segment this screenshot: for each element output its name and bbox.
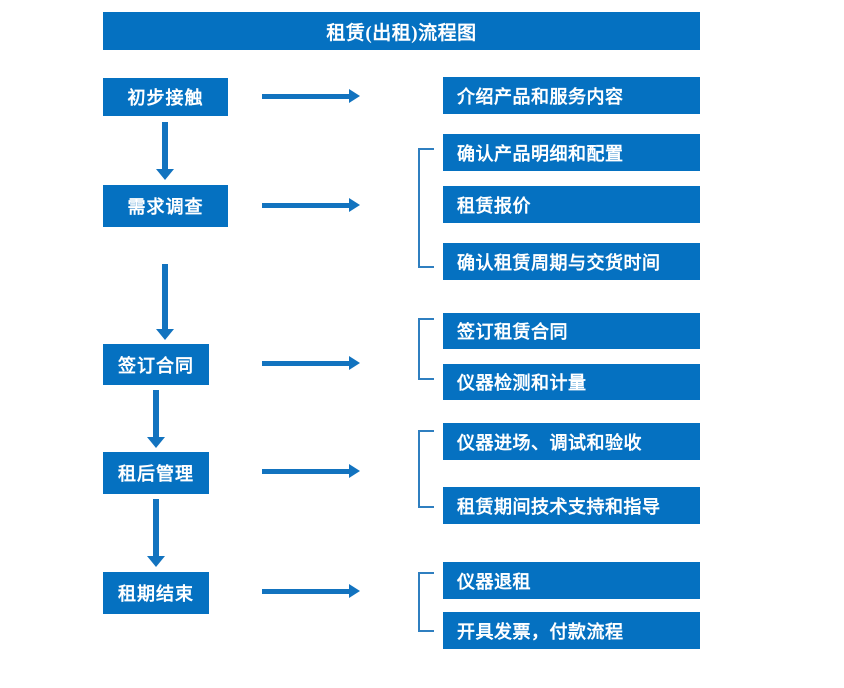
horizontal-arrow-4 bbox=[262, 462, 360, 482]
stage-box-签订合同[interactable]: 签订合同 bbox=[103, 344, 209, 385]
stage-box-租后管理[interactable]: 租后管理 bbox=[103, 452, 209, 494]
vertical-arrow-4 bbox=[147, 499, 165, 567]
horizontal-arrow-3 bbox=[262, 354, 360, 374]
horizontal-arrow-5 bbox=[262, 582, 360, 602]
stage-box-需求调查[interactable]: 需求调查 bbox=[103, 185, 228, 227]
horizontal-arrow-1 bbox=[262, 87, 360, 107]
detail-box-介绍产品和服务内容[interactable]: 介绍产品和服务内容 bbox=[443, 77, 700, 114]
detail-box-仪器退租[interactable]: 仪器退租 bbox=[443, 562, 700, 599]
detail-box-签订租赁合同[interactable]: 签订租赁合同 bbox=[443, 313, 700, 349]
detail-box-确认租赁周期与交货时间[interactable]: 确认租赁周期与交货时间 bbox=[443, 243, 700, 280]
detail-box-仪器进场调试和验收[interactable]: 仪器进场、调试和验收 bbox=[443, 423, 700, 460]
diagram-title: 租赁(出租)流程图 bbox=[103, 12, 700, 50]
detail-box-确认产品明细和配置[interactable]: 确认产品明细和配置 bbox=[443, 134, 700, 171]
stage-box-初步接触[interactable]: 初步接触 bbox=[103, 78, 228, 116]
vertical-arrow-1 bbox=[156, 122, 174, 180]
bracket-group-2 bbox=[418, 148, 434, 268]
bracket-group-3 bbox=[418, 318, 434, 380]
vertical-arrow-3 bbox=[147, 390, 165, 448]
vertical-arrow-2 bbox=[156, 264, 174, 340]
detail-box-开具发票付款流程[interactable]: 开具发票，付款流程 bbox=[443, 612, 700, 649]
horizontal-arrow-2 bbox=[262, 196, 360, 216]
bracket-group-5 bbox=[418, 572, 434, 632]
detail-box-仪器检测和计量[interactable]: 仪器检测和计量 bbox=[443, 364, 700, 400]
bracket-group-4 bbox=[418, 430, 434, 508]
stage-box-租期结束[interactable]: 租期结束 bbox=[103, 572, 209, 614]
detail-box-租赁期间技术支持和指导[interactable]: 租赁期间技术支持和指导 bbox=[443, 487, 700, 524]
detail-box-租赁报价[interactable]: 租赁报价 bbox=[443, 186, 700, 223]
